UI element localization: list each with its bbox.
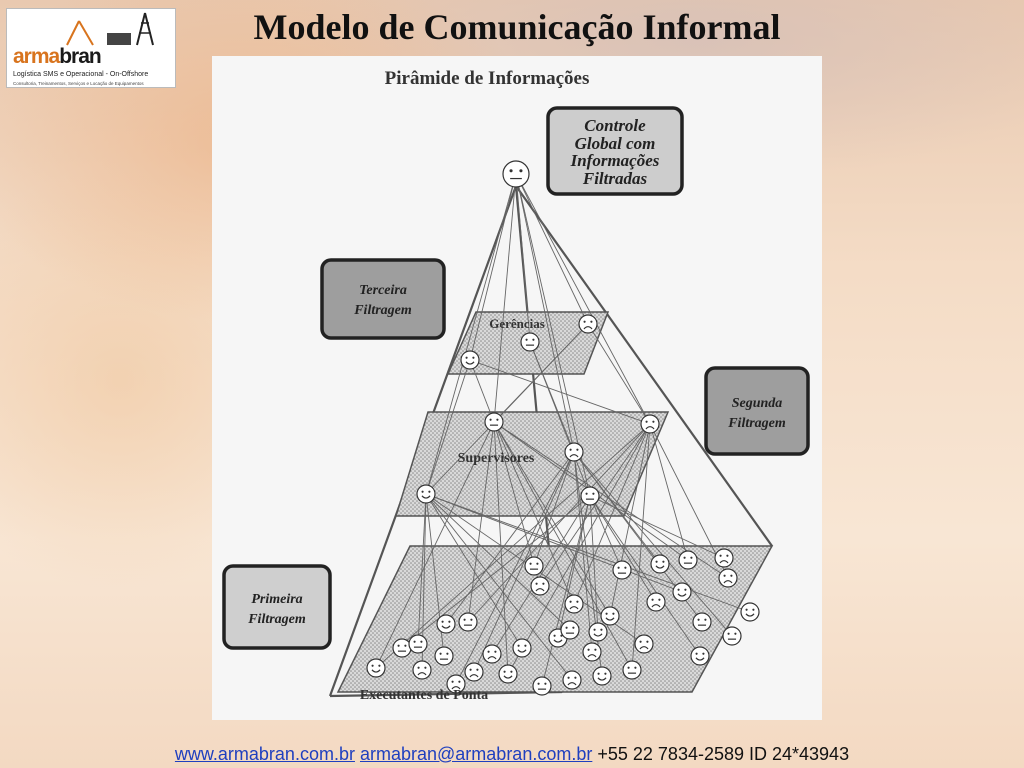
svg-text:Filtragem: Filtragem bbox=[247, 612, 306, 627]
frowning-face-icon bbox=[482, 644, 502, 664]
company-logo: armabran Logística SMS e Operacional - O… bbox=[6, 8, 176, 88]
neutral-face-icon bbox=[678, 550, 698, 570]
oil-rig-icon bbox=[66, 12, 154, 46]
smiley-face-icon bbox=[512, 638, 532, 658]
svg-text:Informações: Informações bbox=[570, 151, 660, 170]
smiley-face-icon bbox=[436, 614, 456, 634]
neutral-face-icon bbox=[532, 676, 552, 696]
frowning-face-icon bbox=[562, 670, 582, 690]
level-label-executantes: Executantes de Ponta bbox=[360, 688, 488, 703]
smiley-face-icon bbox=[592, 666, 612, 686]
level-label-gerencias: Gerências bbox=[489, 316, 545, 331]
frowning-face-icon bbox=[578, 314, 598, 334]
frowning-face-icon bbox=[412, 660, 432, 680]
svg-text:Global com: Global com bbox=[575, 134, 656, 153]
logo-wordmark: armabran bbox=[13, 45, 102, 68]
frowning-face-icon bbox=[530, 576, 550, 596]
logo-tagline: Logística SMS e Operacional - On-Offshor… bbox=[13, 71, 149, 78]
neutral-face-icon bbox=[560, 620, 580, 640]
smiley-face-icon bbox=[588, 622, 608, 642]
contact-phone: +55 22 7834-2589 ID 24*43943 bbox=[597, 744, 850, 764]
neutral-face-icon bbox=[722, 626, 742, 646]
frowning-face-icon bbox=[718, 568, 738, 588]
frowning-face-icon bbox=[464, 662, 484, 682]
neutral-face-icon bbox=[520, 332, 540, 352]
smiley-face-icon bbox=[460, 350, 480, 370]
smiley-face-icon bbox=[366, 658, 386, 678]
logo-subtagline: Consultoria, Treinamentos, Serviços e Lo… bbox=[13, 81, 144, 86]
smiley-face-icon bbox=[650, 554, 670, 574]
neutral-face-icon bbox=[524, 556, 544, 576]
neutral-face-icon bbox=[392, 638, 412, 658]
callout-first-filtering: Primeira Filtragem bbox=[222, 564, 332, 650]
neutral-face-icon bbox=[580, 486, 600, 506]
frowning-face-icon bbox=[646, 592, 666, 612]
frowning-face-icon bbox=[446, 674, 466, 694]
svg-text:Controle: Controle bbox=[584, 116, 646, 135]
smiley-face-icon bbox=[740, 602, 760, 622]
neutral-face-icon bbox=[484, 412, 504, 432]
neutral-face-icon bbox=[458, 612, 478, 632]
neutral-face-icon bbox=[434, 646, 454, 666]
pyramid-diagram-panel: Pirâmide de Informações Gerências Superv… bbox=[212, 56, 822, 720]
level-label-supervisores: Supervisores bbox=[458, 451, 535, 466]
neutral-face-icon bbox=[408, 634, 428, 654]
neutral-face-icon bbox=[622, 660, 642, 680]
slide-title: Modelo de Comunicação Informal bbox=[253, 7, 781, 47]
website-link[interactable]: www.armabran.com.br bbox=[174, 744, 355, 764]
neutral-face-icon bbox=[612, 560, 632, 580]
callout-second-filtering: Segunda Filtragem bbox=[704, 366, 810, 456]
pyramid-diagram: Pirâmide de Informações Gerências Superv… bbox=[222, 68, 810, 703]
svg-text:Filtragem: Filtragem bbox=[353, 303, 412, 318]
neutral-face-icon bbox=[692, 612, 712, 632]
smiley-face-icon bbox=[672, 582, 692, 602]
callout-top: Controle Global com Informações Filtrada… bbox=[546, 106, 684, 196]
frowning-face-icon bbox=[564, 594, 584, 614]
smiley-face-icon bbox=[600, 606, 620, 626]
frowning-face-icon bbox=[564, 442, 584, 462]
footer-contact: www.armabran.com.br armabran@armabran.co… bbox=[0, 744, 1024, 765]
smiley-face-icon bbox=[498, 664, 518, 684]
diagram-heading: Pirâmide de Informações bbox=[385, 68, 590, 89]
level-plane-supervisores bbox=[394, 411, 670, 517]
svg-text:Terceira: Terceira bbox=[359, 283, 407, 298]
neutral-face-icon bbox=[502, 160, 530, 188]
svg-text:Filtradas: Filtradas bbox=[582, 169, 648, 188]
frowning-face-icon bbox=[714, 548, 734, 568]
frowning-face-icon bbox=[582, 642, 602, 662]
svg-text:Segunda: Segunda bbox=[732, 396, 783, 411]
email-link[interactable]: armabran@armabran.com.br bbox=[359, 744, 593, 764]
smiley-face-icon bbox=[690, 646, 710, 666]
face-icons bbox=[366, 160, 760, 696]
smiley-face-icon bbox=[416, 484, 436, 504]
svg-text:Primeira: Primeira bbox=[251, 592, 302, 607]
frowning-face-icon bbox=[634, 634, 654, 654]
callout-third-filtering: Terceira Filtragem bbox=[320, 258, 446, 340]
svg-text:Filtragem: Filtragem bbox=[727, 416, 786, 431]
frowning-face-icon bbox=[640, 414, 660, 434]
